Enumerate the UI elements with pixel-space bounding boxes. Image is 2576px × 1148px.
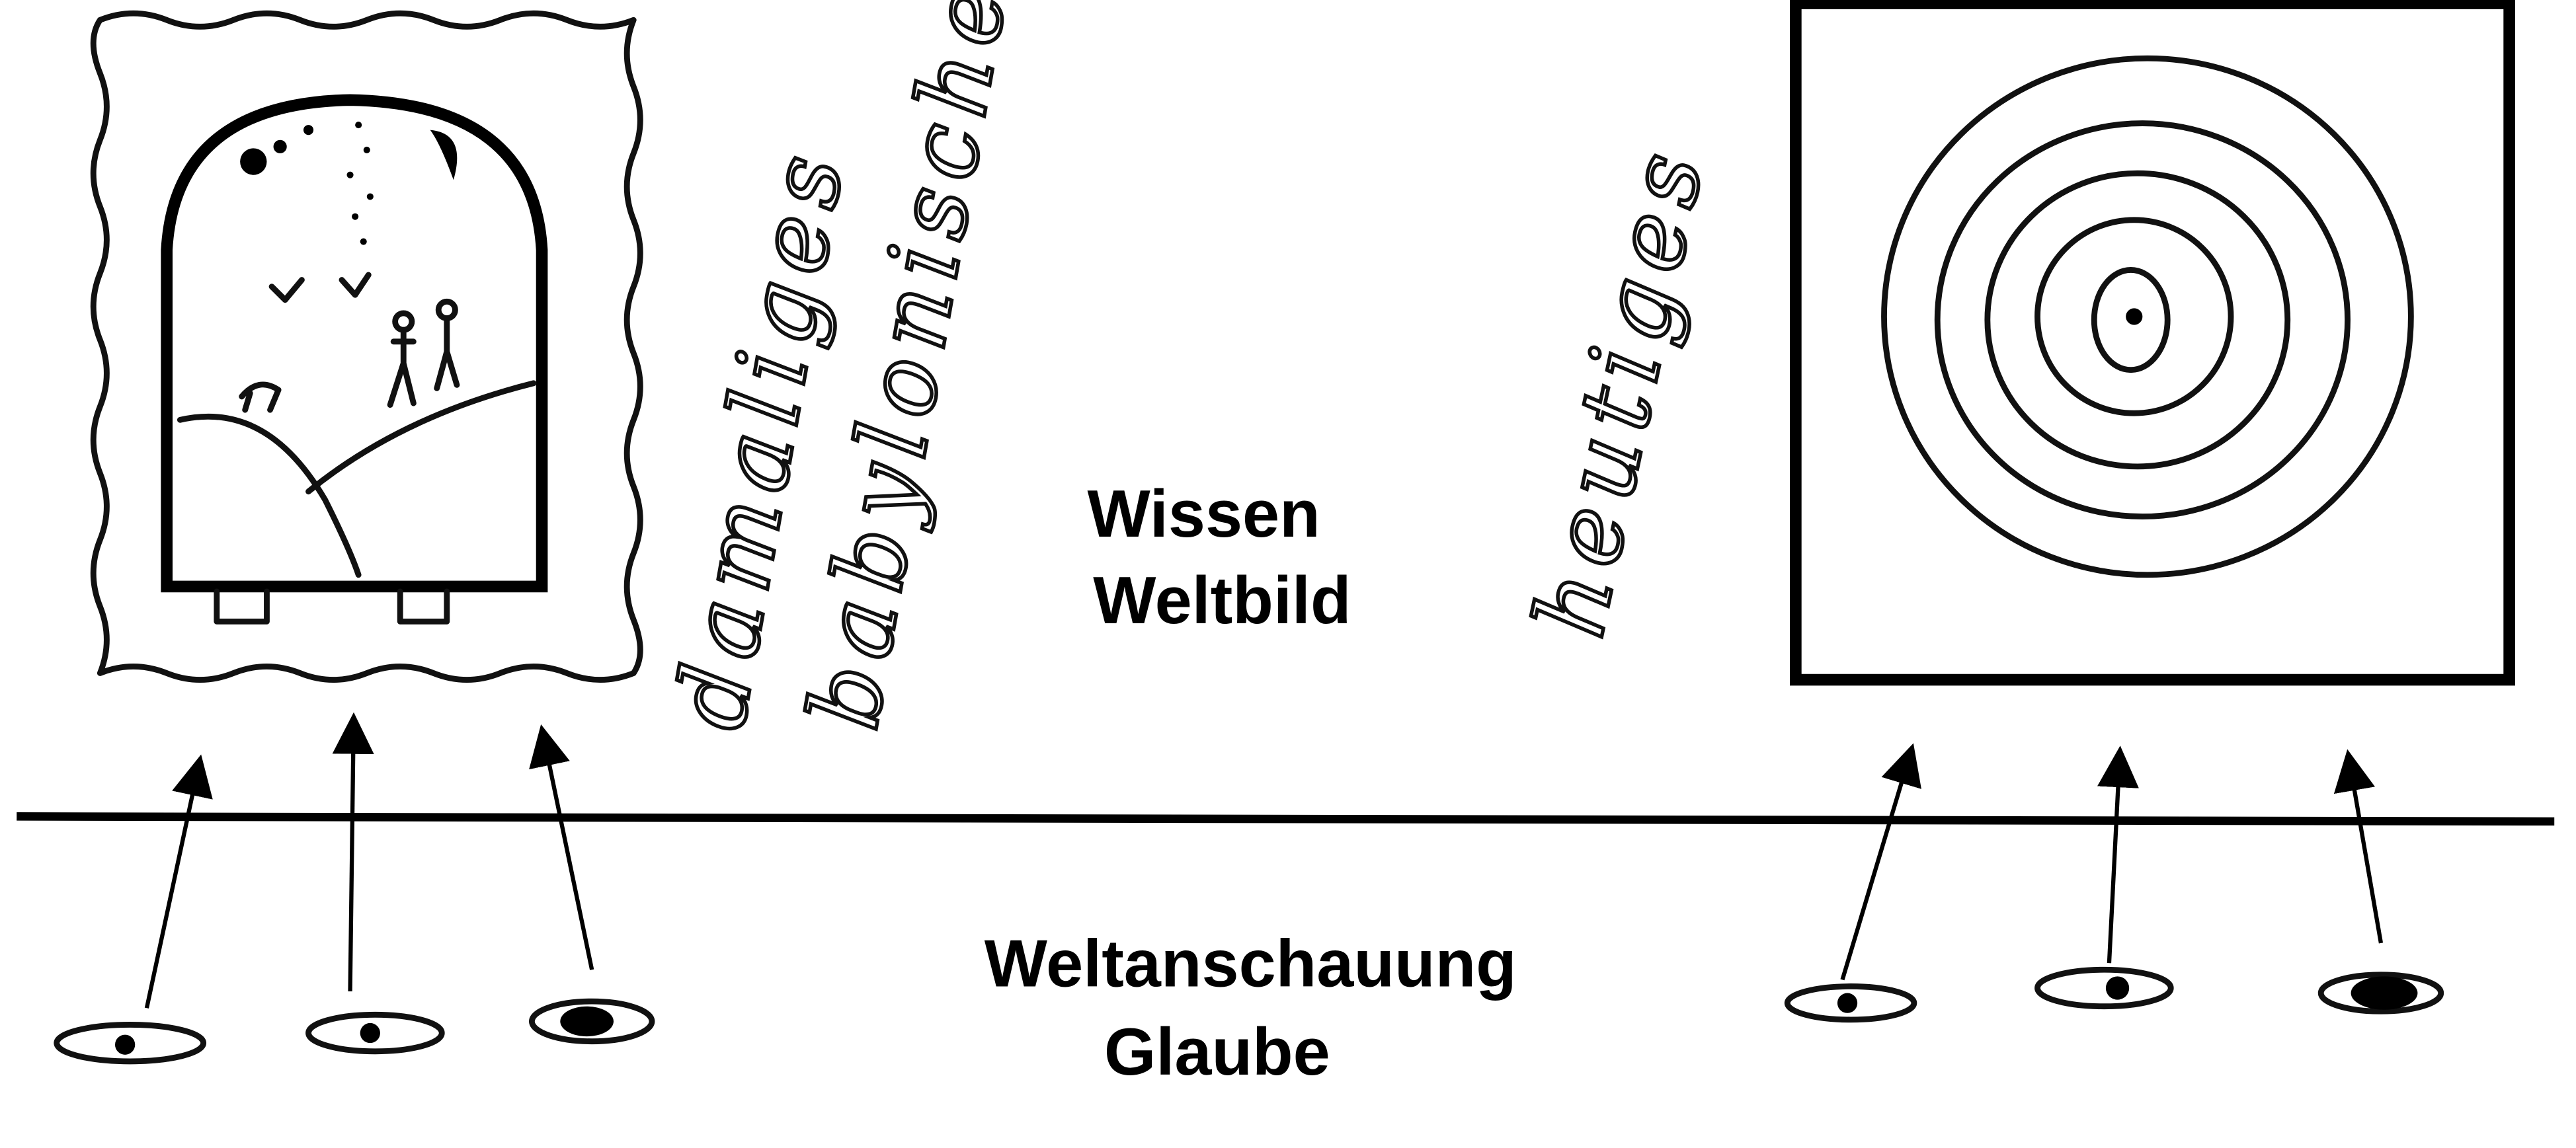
- handwritten-heutiges: heutiges: [1513, 134, 1728, 646]
- label-wissen: Wissen: [1088, 477, 1320, 551]
- arrow: [2333, 749, 2384, 944]
- eye-icon: [2034, 966, 2174, 1010]
- concentric-circles: [1881, 55, 2414, 578]
- label-glaube: Glaube: [1104, 1015, 1330, 1089]
- eyes: [54, 966, 2444, 1065]
- arrow: [332, 712, 374, 992]
- feet: [214, 588, 450, 625]
- arrow: [144, 754, 213, 1009]
- arrow: [2097, 746, 2139, 964]
- arrow: [529, 724, 594, 970]
- star-icon: [303, 125, 314, 135]
- hills: [305, 380, 537, 495]
- sun-icon: [240, 148, 267, 175]
- divider-line: [17, 812, 2555, 826]
- label-weltbild: Weltbild: [1093, 564, 1351, 638]
- sight-arrows: [144, 712, 2384, 1009]
- eye-icon: [2317, 972, 2444, 1014]
- stars: [346, 122, 374, 245]
- center-dot: [2126, 308, 2143, 325]
- modern-worldview-picture: [1790, 0, 2515, 686]
- eye-icon: [1784, 983, 1917, 1023]
- label-weltanschauung: Weltanschauung: [985, 927, 1517, 1001]
- person-icon: [387, 298, 460, 408]
- babylonian-worldview-picture: [90, 10, 643, 683]
- moon-icon: [430, 130, 458, 180]
- animal-icon: [239, 381, 282, 413]
- bird-icon: [268, 272, 372, 303]
- square-frame: [1790, 0, 2515, 686]
- arched-window: [161, 94, 548, 593]
- eye-icon: [529, 998, 655, 1045]
- hills: [177, 413, 362, 578]
- wavy-frame: [90, 10, 643, 683]
- arrow: [1840, 743, 1921, 981]
- star-icon: [273, 139, 287, 153]
- eye-icon: [305, 1011, 445, 1055]
- eye-icon: [54, 1022, 207, 1065]
